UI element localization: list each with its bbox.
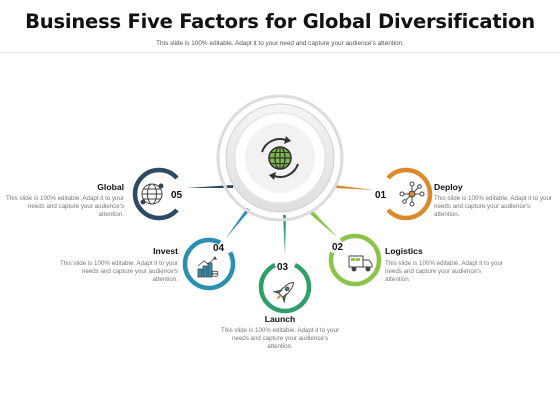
factor-03-number: 03 — [277, 262, 289, 273]
factor-05-number: 05 — [171, 190, 183, 201]
factor-05-label: Global — [97, 182, 124, 192]
factor-04-description: This slide is 100% editable. Adapt it to… — [60, 260, 178, 283]
factor-04-number: 04 — [213, 243, 225, 254]
globe-icon — [261, 136, 299, 180]
rocket-icon — [272, 282, 294, 304]
factor-02-description: This slide is 100% editable. Adapt it to… — [385, 260, 503, 283]
factor-01-label: Deploy — [434, 182, 463, 192]
factor-02-label: Logistics — [385, 246, 423, 256]
connector-05 — [186, 185, 233, 188]
investment-icon — [197, 256, 219, 278]
factor-03-description: This slide is 100% editable. Adapt it to… — [221, 327, 339, 350]
connector-04 — [226, 208, 250, 238]
header-divider — [0, 52, 560, 53]
factor-01-number: 01 — [375, 190, 387, 201]
global-network-icon — [140, 183, 164, 205]
factor-05-description: This slide is 100% editable. Adapt it to… — [6, 195, 124, 218]
factor-02-number: 02 — [332, 242, 344, 253]
factor-03-label: Launch — [264, 314, 296, 324]
connector-02 — [310, 211, 338, 238]
factor-01-description: This slide is 100% editable. Adapt it to… — [434, 195, 552, 218]
network-icon — [399, 181, 425, 207]
connector-01 — [334, 185, 374, 190]
truck-icon — [348, 255, 373, 272]
factor-04-label: Invest — [153, 246, 178, 256]
connector-03 — [283, 215, 286, 255]
page-title: Business Five Factors for Global Diversi… — [25, 10, 535, 33]
page-subtitle: This slide is 100% editable. Adapt it to… — [156, 40, 404, 47]
